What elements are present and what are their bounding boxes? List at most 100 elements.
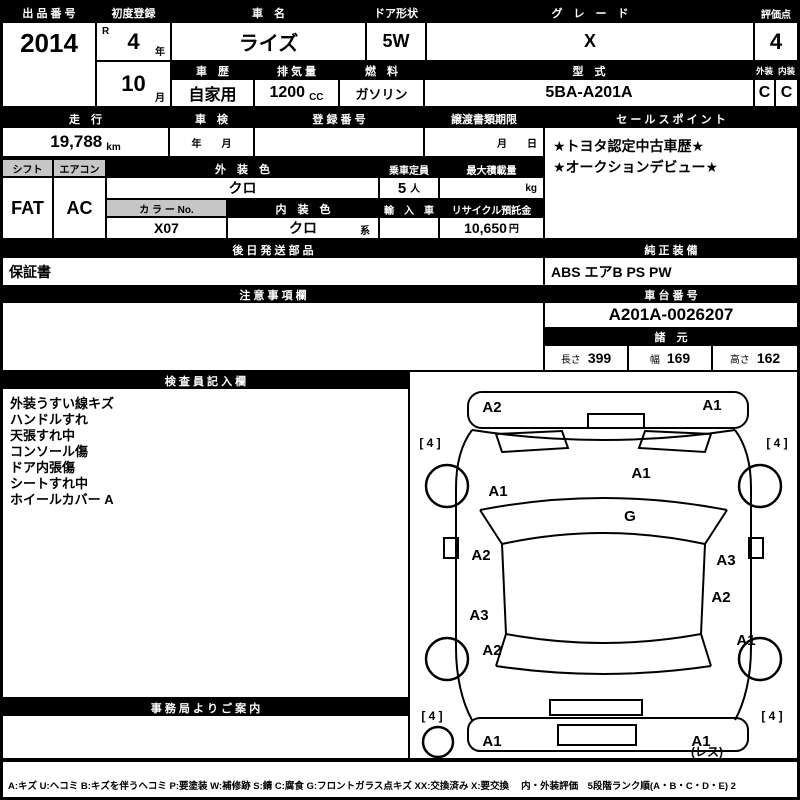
legend: A:キズ U:ヘコミ B:キズを伴うヘコミ P:要塗装 W:補修跡 S:錆 C:… (3, 762, 797, 797)
mileage-header: 走 行 (3, 110, 168, 128)
height-label: 高さ (729, 354, 750, 366)
first-reg-month: 10 (121, 71, 146, 96)
genuine-equipment-header: 純 正 装 備 (545, 242, 797, 258)
shipping-value: 保証書 (3, 258, 543, 285)
rear-bumper (467, 717, 749, 752)
office-info-header: 事 務 局 よ り ご 案 内 (3, 699, 408, 716)
month-unit-label: 月 (155, 93, 165, 104)
inspector-note: シートすれ中 (10, 476, 89, 491)
transfer-deadline-header: 譲渡書類期限 (425, 110, 543, 128)
mileage-unit: km (106, 142, 121, 153)
shift-value: FAT (3, 178, 52, 238)
mark-windshield: G (624, 508, 636, 525)
body-left (455, 429, 473, 721)
mark-rear-left-door: A3 (469, 607, 488, 624)
inspection-value: 年 月 (170, 128, 253, 156)
color-no-header: カ ラ ー No. (107, 200, 226, 216)
sales-point-box: ★トヨタ認定中古車歴★ ★オークションデビュー★ (545, 128, 797, 238)
car-name-value: ライズ (172, 23, 365, 60)
sales-point-header: セ ー ル ス ポ イ ン ト (545, 110, 797, 128)
inspector-note: 天張すれ中 (10, 428, 76, 443)
office-info-area (3, 716, 408, 758)
inspection-header: 車 検 (170, 110, 253, 128)
exterior-color-value: クロ (107, 178, 378, 198)
interior-color-suffix: 系 (360, 226, 370, 237)
history-header: 車 歴 (172, 62, 253, 80)
exterior-color-header: 外 装 色 (107, 160, 378, 178)
windshield-front (479, 497, 728, 511)
door-shape-header: ドア形状 (367, 3, 425, 23)
mark-rear-bumper-right: A1 (691, 733, 710, 750)
mark-front-right-tire: [ 4 ] (766, 436, 787, 450)
mileage-value: 19,788 km (3, 128, 168, 156)
recycle-deposit-unit: 円 (508, 224, 519, 235)
displacement-unit: CC (309, 92, 324, 103)
dimension-length: 長さ 399 (545, 346, 627, 370)
dimension-height: 高さ 162 (713, 346, 797, 370)
mark-front-left-fender: A1 (488, 483, 507, 500)
fuel-header: 燃 料 (340, 62, 423, 80)
model-code-value: 5BA-A201A (425, 80, 753, 106)
hood-line (471, 429, 736, 441)
displacement-header: 排 気 量 (255, 62, 338, 80)
mark-front-bumper-right: A1 (702, 397, 721, 414)
headlight-right (637, 429, 713, 454)
year-unit-label: 年 (155, 47, 165, 58)
genuine-equipment-value: ABS エアB PS PW (545, 258, 797, 285)
inspector-note: ハンドルすれ (10, 412, 89, 427)
inspector-note: ホイールカバー A (10, 492, 114, 507)
car-outline (421, 391, 783, 758)
exterior-grade-value: C (755, 80, 774, 106)
mark-rear-plate-less: (レス) (691, 745, 723, 758)
car-name-header: 車 名 (172, 3, 365, 23)
interior-color-value: クロ 系 (228, 218, 378, 238)
notes-box-area (3, 303, 543, 370)
mark-front-right-door: A3 (716, 552, 735, 569)
mark-rear-right-fender: A1 (736, 632, 755, 649)
door-shape-value: 5W (367, 23, 425, 60)
capacity-number: 5 (397, 179, 407, 197)
chassis-no-header: 車 台 番 号 (545, 287, 797, 303)
reg-no-header: 登 録 番 号 (255, 110, 423, 128)
capacity-value: 5 人 (380, 178, 438, 198)
transfer-deadline-value: 月 日 (425, 128, 543, 156)
era-label: R (102, 26, 110, 37)
front-plate (587, 413, 645, 429)
mirror-right (748, 537, 764, 559)
mileage-number: 19,788 (50, 132, 103, 151)
import-car-header: 輸 入 車 (380, 200, 438, 218)
dimension-width: 幅 169 (629, 346, 711, 370)
first-reg-year-cell: R 4 年 (97, 23, 170, 60)
first-reg-header: 初度登録 (97, 3, 170, 23)
inspector-header: 検 査 員 記 入 欄 (3, 372, 408, 389)
aircon-header: エアコン (54, 160, 105, 176)
length-value: 399 (587, 350, 612, 366)
auction-no-text: 2014 (20, 28, 78, 58)
interior-color-text: クロ (289, 220, 317, 236)
shipping-header: 後 日 発 送 部 品 (3, 242, 543, 258)
color-no-value: X07 (107, 218, 226, 238)
mark-rear-right-door: A2 (711, 589, 730, 606)
recycle-deposit-header: リサイクル預託金 (440, 200, 543, 218)
model-code-header: 型 式 (425, 62, 753, 80)
shift-header: シフト (3, 160, 52, 176)
max-load-header: 最大積載量 (440, 160, 543, 178)
max-load-value: kg (440, 178, 543, 198)
rear-window-front (505, 633, 702, 644)
chassis-no-value: A201A-0026207 (545, 303, 797, 327)
wheel-rear-right (737, 636, 783, 682)
interior-grade-header: 内装 (776, 62, 797, 80)
auction-no-header: 出 品 番 号 (3, 3, 95, 23)
dimensions-header: 諸 元 (545, 329, 797, 344)
wheel-rear-left (424, 636, 470, 682)
grade-header: グ レ ー ド (427, 3, 753, 23)
width-label: 幅 (649, 354, 660, 366)
headlight-left (494, 429, 570, 454)
exterior-grade-header: 外装 (755, 62, 774, 80)
import-car-value (380, 218, 438, 238)
trunk-lid (549, 699, 643, 716)
windshield-rear (501, 532, 706, 545)
first-reg-year: 4 (127, 28, 140, 54)
notes-box-header: 注 意 事 項 欄 (3, 287, 543, 303)
